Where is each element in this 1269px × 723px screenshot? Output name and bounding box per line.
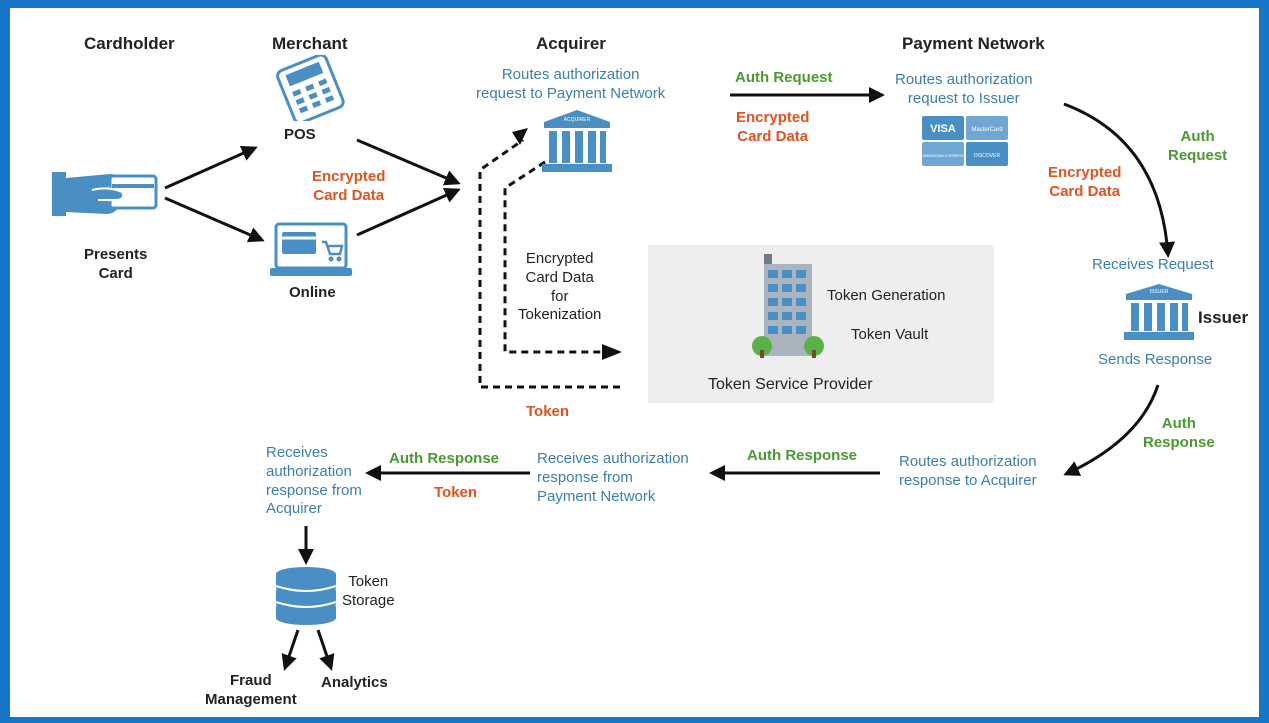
response-token-label: Token bbox=[434, 484, 478, 501]
token-generation-label: Token Generation bbox=[827, 287, 946, 304]
token-service-provider-panel bbox=[648, 245, 994, 403]
pos-label: POS bbox=[284, 126, 316, 143]
network-routes-response: Routes authorization response to Acquire… bbox=[899, 453, 1037, 489]
auth-request-label: Auth Request bbox=[735, 69, 833, 86]
auth-response-label-2: Auth Response bbox=[389, 450, 500, 467]
header-acquirer: Acquirer bbox=[536, 34, 606, 53]
network-routes-request: Routes authorization request to Issuer bbox=[895, 71, 1033, 107]
header-payment-network: Payment Network bbox=[902, 34, 1045, 53]
issuer-encrypted-card-data: Encrypted Card Data bbox=[1048, 164, 1122, 200]
dashed-acquirer-to-tsp bbox=[503, 160, 612, 354]
arrow-card-to-online bbox=[164, 196, 265, 243]
token-vault-label: Token Vault bbox=[851, 326, 929, 343]
acquirer-bank-label: ACQUIRER bbox=[564, 117, 591, 123]
merchant-receives-response: Receives authorization response from Acq… bbox=[266, 444, 362, 518]
issuer-bank-icon: ISSUER bbox=[1124, 284, 1194, 340]
online-label: Online bbox=[289, 284, 336, 301]
arrow-storage-to-analytics bbox=[316, 629, 335, 671]
visa-logo: VISA bbox=[930, 123, 956, 135]
pos-terminal-icon bbox=[276, 55, 345, 121]
arrow-pos-to-acquirer bbox=[356, 138, 461, 186]
acquirer-token-label: Token bbox=[526, 403, 570, 420]
arrow-issuer-to-network bbox=[1063, 384, 1160, 476]
issuer-label: Issuer bbox=[1198, 308, 1249, 327]
arrow-online-to-acquirer bbox=[356, 187, 461, 237]
card-in-hand-icon bbox=[52, 172, 158, 216]
auth-request-to-issuer: Auth Request bbox=[1168, 128, 1228, 164]
card-brands-icon: VISA MasterCard AMERICAN EXPRESS DISCOVE… bbox=[922, 116, 1008, 166]
auth-response-label-1: Auth Response bbox=[747, 447, 858, 464]
arrow-card-to-pos bbox=[164, 145, 258, 190]
arrow-network-to-issuer bbox=[1063, 102, 1176, 258]
presents-card-label: Presents Card bbox=[84, 246, 148, 282]
issuer-receives-request: Receives Request bbox=[1092, 256, 1214, 273]
issuer-bank-label: ISSUER bbox=[1150, 289, 1169, 295]
network-encrypted-card-data: Encrypted Card Data bbox=[736, 109, 810, 145]
mastercard-logo: MasterCard bbox=[971, 127, 1002, 133]
token-storage-label: Token Storage bbox=[342, 573, 395, 609]
auth-response-from-issuer: Auth Response bbox=[1143, 415, 1215, 451]
header-merchant: Merchant bbox=[272, 34, 348, 53]
online-store-icon bbox=[270, 222, 352, 276]
encrypted-for-tokenization: Encrypted Card Data for Tokenization bbox=[518, 250, 602, 324]
discover-logo: DISCOVER bbox=[974, 153, 1001, 159]
office-building-icon bbox=[752, 254, 824, 358]
token-service-provider-title: Token Service Provider bbox=[708, 376, 873, 393]
acquirer-routes-request: Routes authorization request to Payment … bbox=[476, 66, 666, 102]
database-icon bbox=[275, 567, 337, 625]
issuer-sends-response: Sends Response bbox=[1098, 351, 1213, 368]
acquirer-receives-response: Receives authorization response from Pay… bbox=[537, 450, 689, 505]
analytics-label: Analytics bbox=[321, 674, 388, 691]
amex-logo: AMERICAN EXPRESS bbox=[922, 153, 963, 158]
arrow-storage-to-fraud bbox=[281, 629, 300, 671]
fraud-management-label: Fraud Management bbox=[205, 672, 297, 708]
merchant-encrypted-card-data: Encrypted Card Data bbox=[312, 168, 386, 204]
header-cardholder: Cardholder bbox=[84, 34, 175, 53]
acquirer-bank-icon: ACQUIRER bbox=[542, 110, 612, 172]
